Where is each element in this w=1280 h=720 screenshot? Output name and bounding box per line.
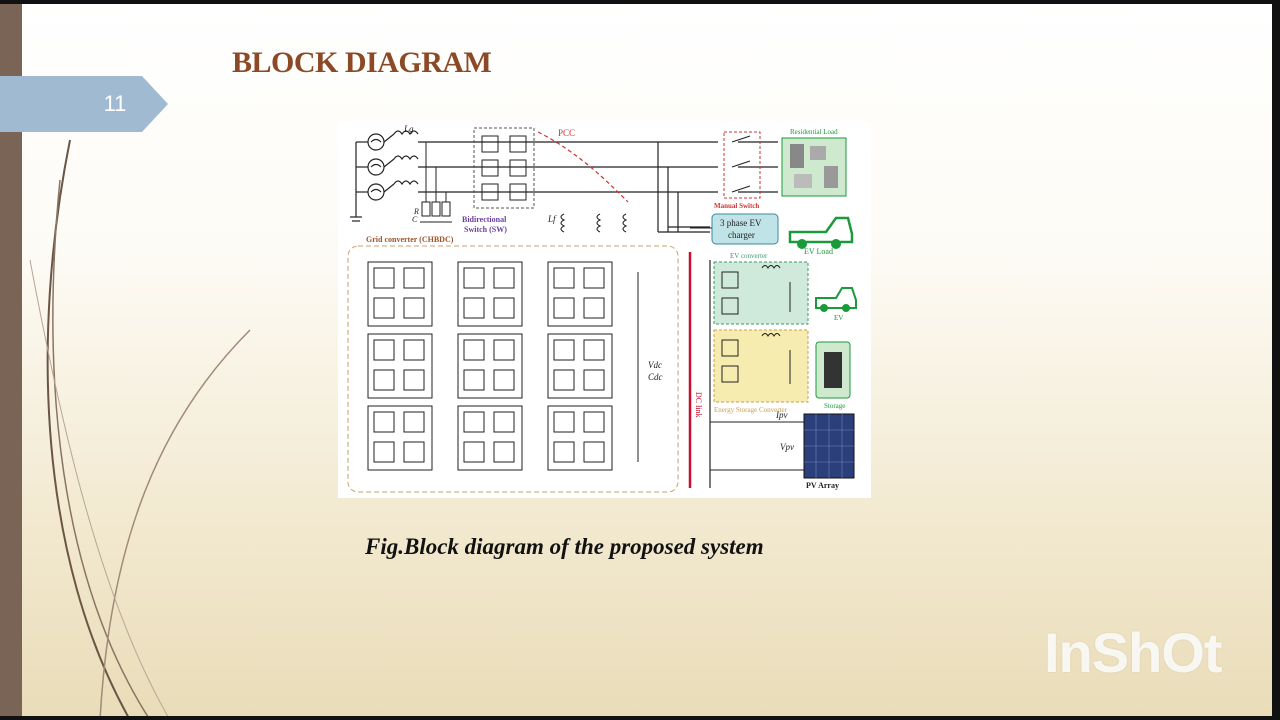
ev-charger-label-2: charger <box>728 230 755 240</box>
igbt-switch <box>583 297 605 319</box>
h-bridge-cell <box>547 333 613 399</box>
igbt-switch <box>463 411 485 433</box>
igbt-switch <box>373 339 395 361</box>
slide-number: 11 <box>103 91 127 116</box>
igbt-switch <box>373 411 395 433</box>
igbt-switch <box>403 267 425 289</box>
igbt-switch <box>493 339 515 361</box>
h-bridge-cell <box>547 261 613 327</box>
igbt-switch <box>493 267 515 289</box>
igbt-switch <box>463 297 485 319</box>
ev-load-icon <box>788 216 854 244</box>
igbt-switch <box>373 369 395 391</box>
bidirectional-switch-box <box>473 127 535 209</box>
igbt-switch <box>493 411 515 433</box>
grid-converter-label: Grid converter (CHBDC) <box>366 235 454 244</box>
vdc-label: Vdc <box>648 360 662 370</box>
igbt-switch <box>373 441 395 463</box>
ev-load-label: EV Load <box>804 247 833 256</box>
manual-switch-label: Manual Switch <box>714 202 759 210</box>
grid-sources <box>350 133 385 222</box>
storage-label: Storage <box>824 402 845 410</box>
igbt-switch <box>553 339 575 361</box>
igbt-switch <box>463 369 485 391</box>
figure-caption: Fig.Block diagram of the proposed system <box>365 534 764 559</box>
c-label: C <box>412 215 418 224</box>
ev-converter-label: EV converter <box>730 252 768 260</box>
igbt-switch <box>493 369 515 391</box>
dc-link-label: DC link <box>694 392 703 418</box>
h-bridge-cell <box>367 405 433 471</box>
slide-title: BLOCK DIAGRAM <box>232 46 492 79</box>
frame-bottom <box>0 716 1280 720</box>
h-bridge-cell <box>457 261 523 327</box>
ac-bus <box>418 141 778 233</box>
vpv-label: Vpv <box>780 442 794 452</box>
igbt-switch <box>403 339 425 361</box>
h-bridge-cell <box>367 261 433 327</box>
inshot-watermark: InShOt <box>1044 621 1223 684</box>
igbt-switch <box>463 267 485 289</box>
r-label: R <box>413 207 419 216</box>
cdc-label: Cdc <box>648 372 663 382</box>
h-bridge-cell <box>547 405 613 471</box>
igbt-switch <box>403 297 425 319</box>
left-accent-bar <box>0 0 22 720</box>
h-bridge-cell <box>367 333 433 399</box>
lf-label: Lf <box>547 214 557 224</box>
igbt-switch <box>403 369 425 391</box>
igbt-switch <box>463 441 485 463</box>
grid-inductors <box>383 130 419 193</box>
h-bridge-cell <box>457 405 523 471</box>
igbt-switch <box>553 441 575 463</box>
ev-converter-box <box>713 261 809 325</box>
igbt-switch <box>583 411 605 433</box>
igbt-switch <box>553 369 575 391</box>
lf-inductors <box>560 213 628 233</box>
igbt-switch <box>403 411 425 433</box>
h-bridge-cell <box>457 333 523 399</box>
ipv-label: Ipv <box>775 410 788 420</box>
circuit-diagram: PCC Bidirectional Switch (SW) Grid conve… <box>347 124 857 493</box>
igbt-switch <box>553 267 575 289</box>
igbt-switch <box>403 441 425 463</box>
residential-load-label: Residential Load <box>790 128 838 136</box>
igbt-switch <box>583 369 605 391</box>
block-diagram-figure: PCC Bidirectional Switch (SW) Grid conve… <box>338 122 871 498</box>
pcc-label: PCC <box>558 128 575 138</box>
igbt-switch <box>583 441 605 463</box>
igbt-switch <box>373 267 395 289</box>
igbt-switch <box>493 441 515 463</box>
frame-top <box>0 0 1280 4</box>
grid-converter-frame <box>347 245 679 493</box>
igbt-switch <box>373 297 395 319</box>
igbt-switch <box>583 339 605 361</box>
pv-array-label: PV Array <box>806 481 839 490</box>
frame-right <box>1272 0 1280 720</box>
storage-converter-label: Energy Storage Converter <box>714 406 788 414</box>
igbt-switch <box>553 297 575 319</box>
h-bridge-cells <box>367 261 613 471</box>
igbt-switch <box>463 339 485 361</box>
bidir-label-2: Switch (SW) <box>464 225 507 234</box>
slide-number-tag <box>0 76 168 132</box>
manual-switch-box <box>723 131 761 199</box>
igbt-switch <box>553 411 575 433</box>
igbt-switch <box>493 297 515 319</box>
ev-label: EV <box>834 314 843 322</box>
bidir-label-1: Bidirectional <box>462 215 507 224</box>
rc-filter <box>420 142 452 223</box>
ev-charger-label-1: 3 phase EV <box>720 218 762 228</box>
igbt-switch <box>583 267 605 289</box>
lg-label: Lg <box>403 124 414 134</box>
ev-charger-box <box>711 213 779 245</box>
